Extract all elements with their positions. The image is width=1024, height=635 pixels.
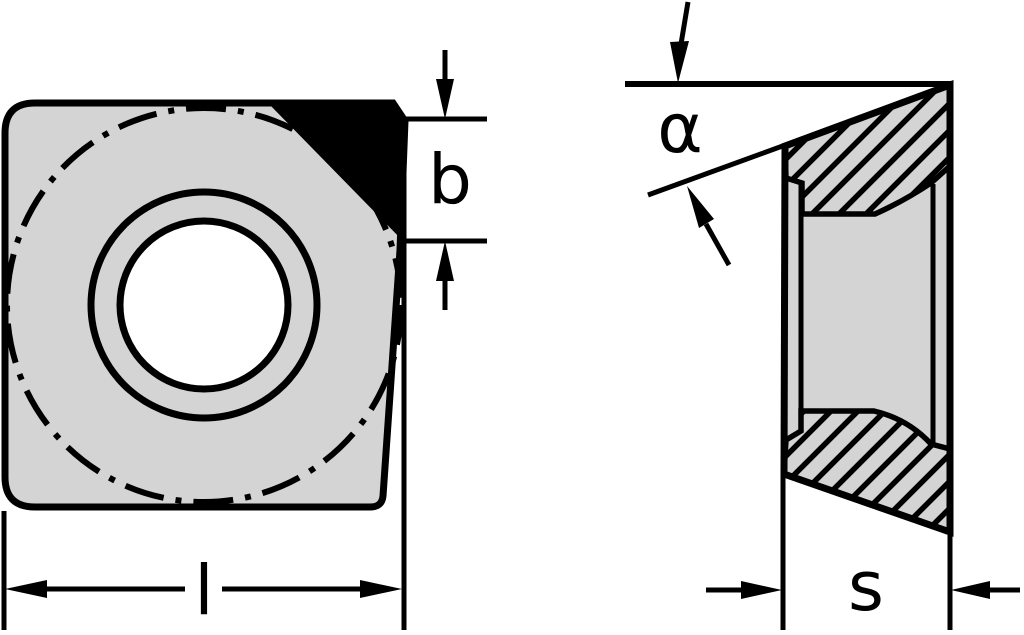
b-arrow-bottom-head bbox=[436, 241, 454, 281]
reference-arrow-shaft bbox=[678, 1, 691, 45]
clearance-angle-arrow-shaft bbox=[703, 222, 732, 267]
dimension-l: l bbox=[1, 119, 407, 631]
hole-countersink-circle bbox=[87, 188, 321, 422]
clearance-angle-arrow bbox=[687, 186, 732, 267]
b-arrow-top-head bbox=[436, 79, 454, 119]
dimension-b: b bbox=[401, 50, 487, 310]
insert-side-view: α bbox=[625, 1, 954, 537]
s-arrow-left-head bbox=[741, 581, 782, 599]
l-arrow-right-head bbox=[360, 580, 402, 598]
b-label: b bbox=[428, 140, 472, 220]
s-label: s bbox=[848, 547, 884, 627]
inscribed-circle-centerline bbox=[4, 105, 404, 505]
dimension-s: s bbox=[706, 474, 1020, 630]
alpha-label: α bbox=[657, 89, 702, 169]
l-label: l bbox=[194, 551, 213, 631]
center-hole bbox=[116, 217, 292, 393]
insert-top-view bbox=[1, 99, 409, 511]
reference-arrow bbox=[670, 1, 691, 83]
section-hatch-lower bbox=[781, 408, 953, 536]
corner-cutting-facet bbox=[268, 103, 405, 243]
clearance-angle-arrow-head bbox=[687, 186, 714, 228]
s-arrow-right-head bbox=[951, 581, 990, 599]
reference-arrow-head bbox=[670, 41, 689, 83]
l-arrow-left-head bbox=[5, 580, 47, 598]
